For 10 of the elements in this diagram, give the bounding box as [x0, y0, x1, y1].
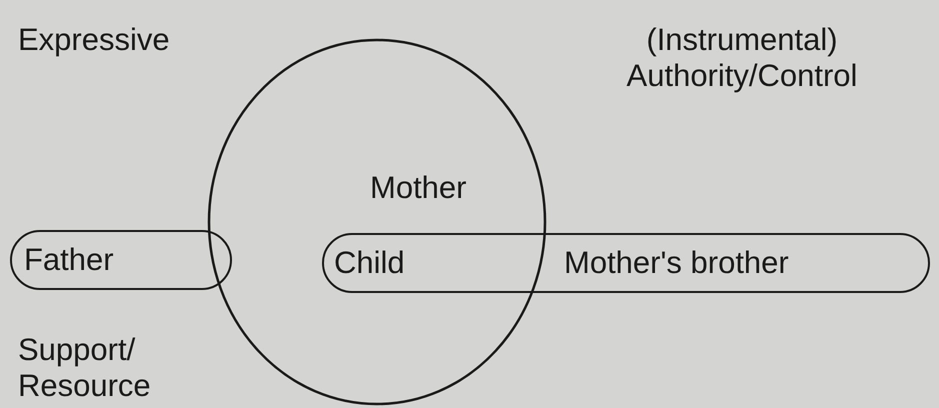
member-label: Mother's brother — [564, 245, 789, 281]
member-label: Father — [24, 242, 114, 278]
member-label: Child — [334, 245, 405, 281]
pill-outline — [10, 230, 232, 290]
dimension-label: Support/ Resource — [18, 332, 152, 404]
set-circle — [207, 38, 547, 406]
dimension-label: (Instrumental) Authority/Control — [626, 22, 858, 94]
dimension-label: Expressive — [18, 22, 171, 58]
pill-outline — [322, 233, 930, 293]
circle-label: Mother — [370, 170, 466, 206]
